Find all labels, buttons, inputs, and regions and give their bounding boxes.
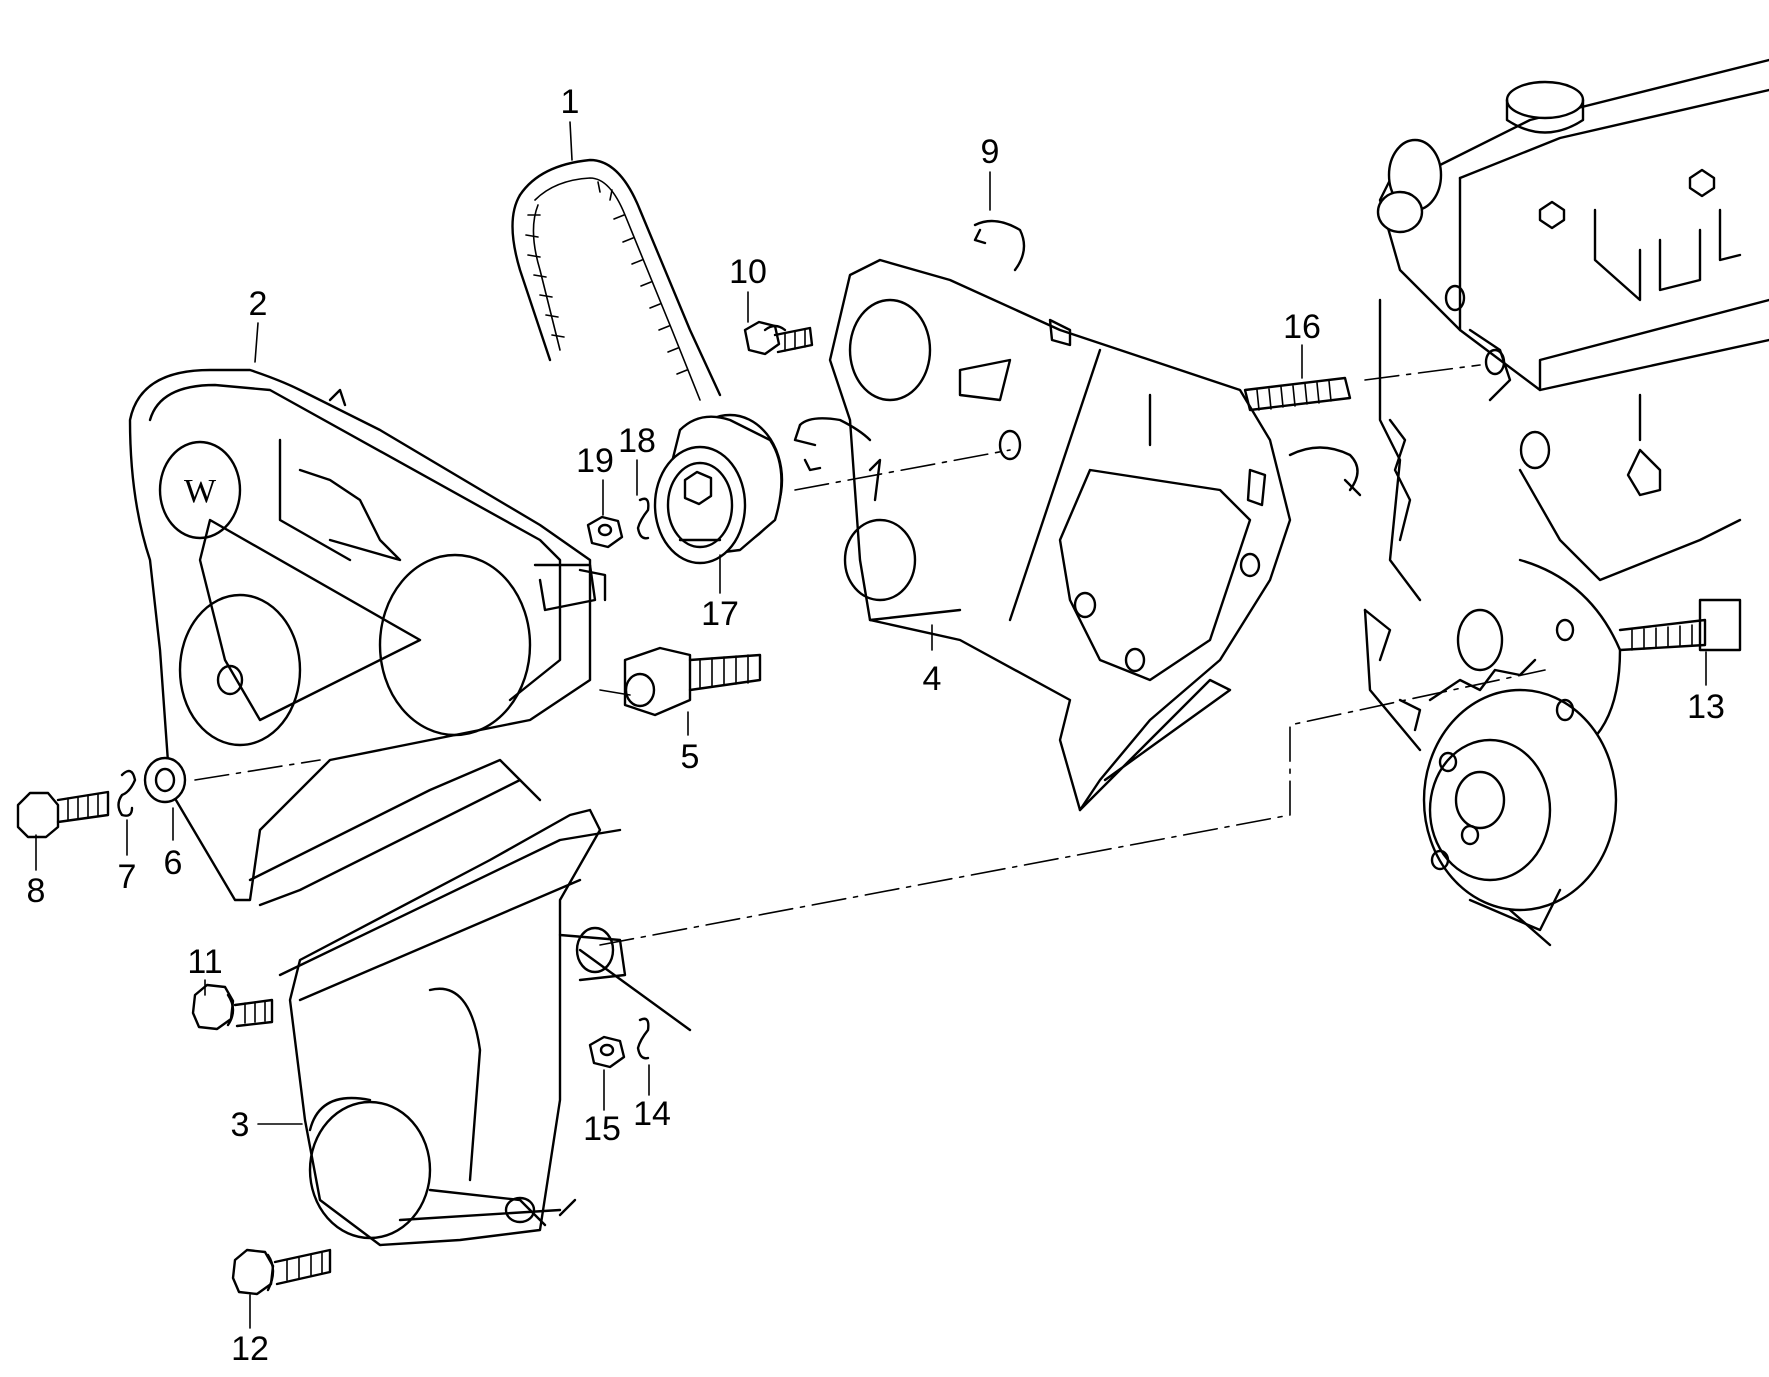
bolt-12 (231, 1248, 332, 1296)
crankshaft-pulley (1363, 558, 1622, 947)
callout-6: 6 (164, 844, 183, 882)
spring-washer-18 (636, 497, 650, 540)
callout-10: 10 (729, 253, 767, 291)
callout-3: 3 (231, 1106, 250, 1144)
callout-1: 1 (561, 83, 580, 121)
spring-washer-14 (636, 1017, 650, 1060)
upper-timing-belt-cover: W (128, 368, 607, 907)
callout-8: 8 (27, 872, 46, 910)
retaining-clip (793, 219, 1362, 497)
engine-block (1363, 58, 1769, 662)
callout-9: 9 (981, 133, 1000, 171)
hex-bolt (16, 790, 110, 839)
timing-belt (511, 158, 722, 401)
callout-11: 11 (187, 943, 222, 981)
callout-18: 18 (618, 422, 656, 460)
hex-nut-15 (588, 1035, 626, 1069)
callout-2: 2 (249, 285, 268, 323)
bolt-11 (191, 983, 274, 1031)
callout-14: 14 (633, 1095, 671, 1133)
stud (1243, 376, 1352, 412)
callouts: 1 2 3 4 5 6 7 8 9 10 11 12 13 14 15 16 1… (27, 83, 1725, 1368)
tensioner-pulley (653, 413, 784, 565)
callout-16: 16 (1283, 308, 1321, 346)
callout-5: 5 (681, 738, 700, 776)
callout-7: 7 (118, 858, 137, 896)
assembly-lines (194, 364, 1546, 946)
callout-4: 4 (923, 660, 942, 698)
callout-13: 13 (1687, 688, 1725, 726)
hex-nut (586, 515, 624, 549)
callout-12: 12 (231, 1330, 269, 1368)
bolt (1618, 598, 1742, 652)
callout-15: 15 (583, 1110, 621, 1148)
washer (143, 756, 187, 804)
spring-washer (117, 769, 137, 817)
callout-17: 17 (701, 595, 739, 633)
callout-19: 19 (576, 442, 614, 480)
lower-timing-belt-cover (278, 808, 692, 1247)
spacer-stud (623, 646, 762, 717)
leader-lines (35, 121, 1707, 1329)
svg-text:W: W (184, 473, 217, 510)
bolt-10 (743, 320, 814, 356)
rear-timing-belt-guard (828, 258, 1292, 812)
